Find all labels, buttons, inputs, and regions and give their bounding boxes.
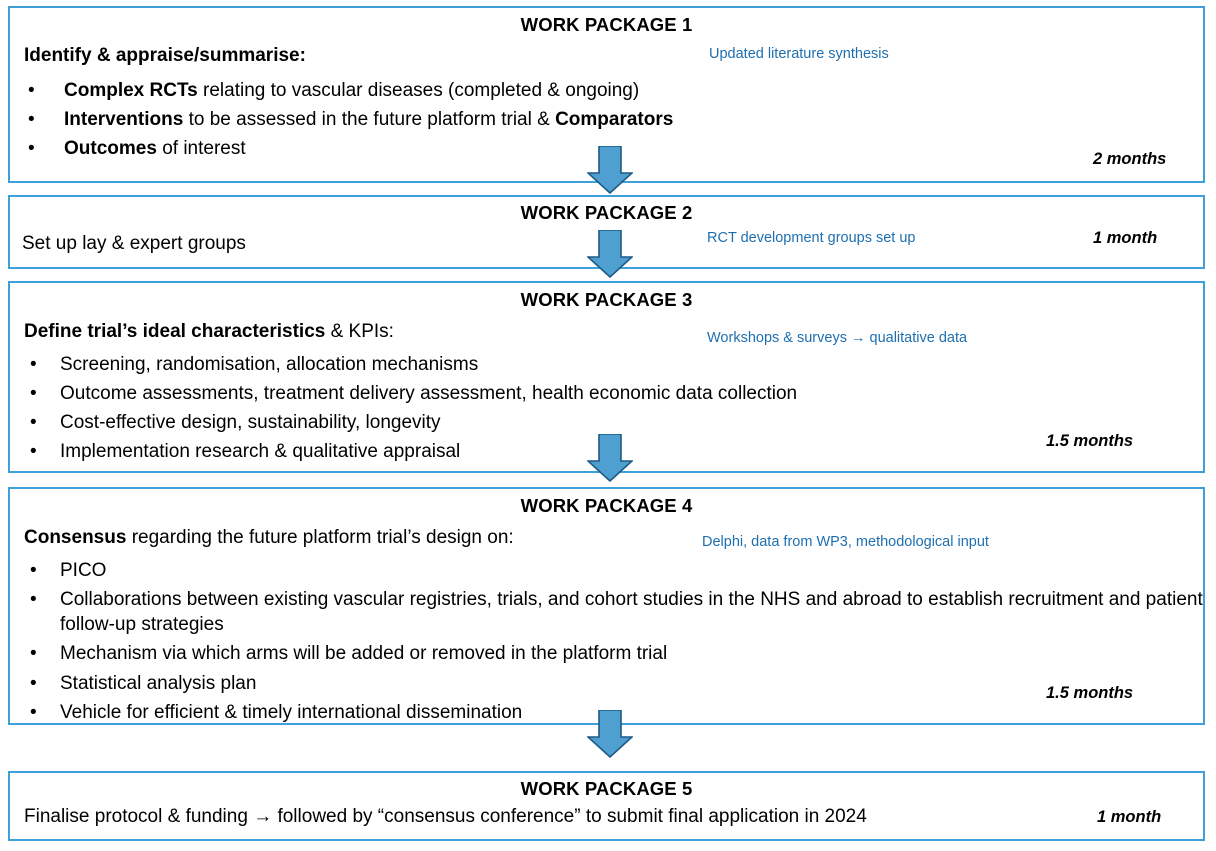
- bullet-text: Collaborations between existing vascular…: [60, 588, 1203, 636]
- work-package-4-box: WORK PACKAGE 4 Consensus regarding the f…: [8, 487, 1205, 725]
- list-item: • Screening, randomisation, allocation m…: [10, 352, 1203, 377]
- bullet-emphasis: Complex RCTs: [64, 79, 198, 101]
- work-package-1-lead: Identify & appraise/summarise:: [10, 44, 1203, 68]
- bullet-text: relating to vascular diseases (completed…: [197, 79, 640, 101]
- bullet-text: Implementation research & qualitative ap…: [60, 441, 461, 463]
- arrow-wp2-to-wp3-icon: [587, 230, 633, 278]
- work-package-4-title: WORK PACKAGE 4: [520, 495, 693, 516]
- work-package-4-duration: 1.5 months: [1046, 684, 1134, 702]
- bullet-icon: •: [28, 138, 35, 160]
- work-package-2-lead: Set up lay & expert groups: [22, 233, 246, 255]
- list-item: • PICO: [10, 558, 1203, 583]
- bullet-text: of interest: [156, 138, 246, 160]
- bullet-icon: •: [28, 108, 35, 130]
- work-package-3-title: WORK PACKAGE 3: [520, 289, 693, 310]
- bullet-icon: •: [30, 441, 37, 463]
- work-package-3-bullet-list: • Screening, randomisation, allocation m…: [10, 352, 1203, 465]
- work-package-3-lead-rest: & KPIs:: [325, 321, 394, 343]
- list-item: • Cost-effective design, sustainability,…: [10, 410, 1203, 435]
- bullet-text: Statistical analysis plan: [60, 672, 257, 694]
- arrow-wp3-to-wp4-icon: [587, 434, 633, 482]
- work-package-2-duration: 1 month: [1093, 229, 1158, 247]
- bullet-emphasis-secondary: Comparators: [555, 108, 674, 130]
- work-package-4-lead: Consensus regarding the future platform …: [10, 526, 1203, 550]
- work-package-1-bullet-list: • Complex RCTs relating to vascular dise…: [10, 78, 1203, 162]
- bullet-text: Mechanism via which arms will be added o…: [60, 643, 668, 665]
- bullet-icon: •: [30, 412, 37, 434]
- bullet-text: Cost-effective design, sustainability, l…: [60, 412, 441, 434]
- list-item: • Collaborations between existing vascul…: [10, 587, 1203, 638]
- bullet-text: PICO: [60, 559, 107, 581]
- work-package-3-lead: Define trial’s ideal characteristics & K…: [10, 320, 1203, 344]
- bullet-icon: •: [30, 643, 37, 665]
- bullet-text: to be assessed in the future platform tr…: [183, 108, 556, 130]
- work-package-5-lead: Finalise protocol & funding → followed b…: [24, 806, 867, 828]
- arrow-wp4-to-wp5-icon: [587, 710, 633, 758]
- work-package-4-lead-rest: regarding the future platform trial’s de…: [126, 527, 514, 549]
- list-item: • Implementation research & qualitative …: [10, 439, 1203, 464]
- work-package-5-duration: 1 month: [1097, 808, 1162, 826]
- list-item: • Interventions to be assessed in the fu…: [10, 107, 1203, 132]
- bullet-icon: •: [30, 353, 37, 375]
- work-package-3-note: Workshops & surveys → qualitative data: [707, 330, 968, 346]
- list-item: • Mechanism via which arms will be added…: [10, 641, 1203, 666]
- bullet-icon: •: [30, 559, 37, 581]
- bullet-icon: •: [30, 672, 37, 694]
- work-package-5-box: WORK PACKAGE 5 Finalise protocol & fundi…: [8, 771, 1205, 841]
- work-package-5-title: WORK PACKAGE 5: [520, 778, 693, 799]
- bullet-icon: •: [30, 588, 37, 610]
- work-package-4-note: Delphi, data from WP3, methodological in…: [702, 534, 989, 550]
- bullet-emphasis: Interventions: [64, 108, 184, 130]
- bullet-icon: •: [30, 382, 37, 404]
- arrow-wp1-to-wp2-icon: [587, 146, 633, 194]
- work-package-4-lead-emphasis: Consensus: [24, 527, 127, 549]
- list-item: • Complex RCTs relating to vascular dise…: [10, 78, 1203, 103]
- list-item: • Vehicle for efficient & timely interna…: [10, 700, 1203, 725]
- list-item: • Statistical analysis plan: [10, 671, 1203, 696]
- bullet-emphasis: Outcomes: [64, 138, 157, 160]
- work-package-4-bullet-list: • PICO • Collaborations between existing…: [10, 558, 1203, 726]
- work-package-1-duration: 2 months: [1093, 150, 1167, 168]
- bullet-icon: •: [28, 79, 35, 101]
- work-package-1-title: WORK PACKAGE 1: [520, 14, 693, 35]
- work-package-1-box: WORK PACKAGE 1 Identify & appraise/summa…: [8, 6, 1205, 183]
- bullet-text: Screening, randomisation, allocation mec…: [60, 353, 479, 375]
- work-package-2-note: RCT development groups set up: [707, 230, 916, 246]
- work-package-3-lead-emphasis: Define trial’s ideal characteristics: [24, 321, 326, 343]
- work-package-1-note: Updated literature synthesis: [709, 46, 889, 62]
- work-package-3-duration: 1.5 months: [1046, 432, 1134, 450]
- work-package-2-title: WORK PACKAGE 2: [520, 202, 693, 223]
- bullet-icon: •: [30, 701, 37, 723]
- list-item: • Outcome assessments, treatment deliver…: [10, 381, 1203, 406]
- work-package-1-lead-text: Identify & appraise/summarise:: [24, 45, 306, 67]
- bullet-text: Vehicle for efficient & timely internati…: [60, 701, 523, 723]
- bullet-text: Outcome assessments, treatment delivery …: [60, 382, 798, 404]
- list-item: • Outcomes of interest: [10, 136, 1203, 161]
